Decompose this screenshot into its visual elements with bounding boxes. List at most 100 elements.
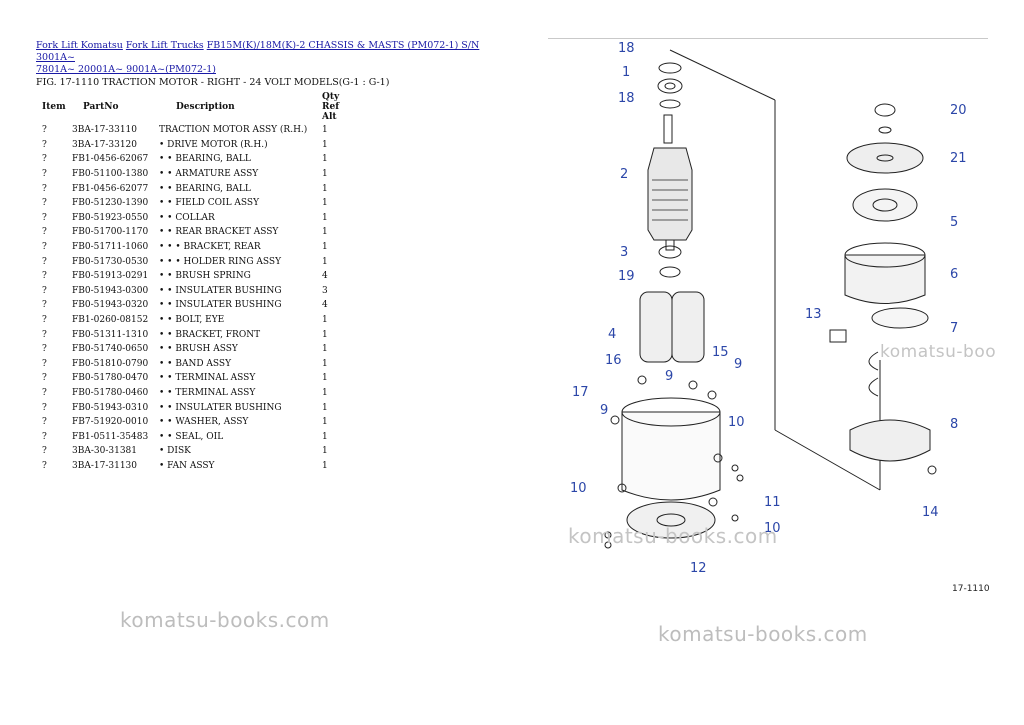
- cell-item: ?: [42, 460, 47, 471]
- cell-qty: 3: [322, 285, 328, 296]
- cell-item: ?: [42, 315, 47, 326]
- breadcrumb-link-model-serials[interactable]: 7801A~ 20001A~ 9001A~(PM072-1): [36, 64, 216, 75]
- cell-qty: 1: [322, 125, 328, 136]
- cell-item: ?: [42, 358, 47, 369]
- callout-label: 21: [950, 151, 967, 166]
- callout-label: 9: [665, 369, 673, 384]
- breadcrumb-link-fork-lift-komatsu[interactable]: Fork Lift Komatsu: [36, 40, 123, 51]
- cell-description: • • BEARING, BALL: [159, 154, 251, 165]
- cell-qty: 1: [322, 373, 328, 384]
- callout-label: 1: [622, 65, 630, 80]
- callout-label: 10: [764, 521, 781, 536]
- cell-partno: FB0-51943-0320: [72, 300, 149, 311]
- cell-qty: 4: [322, 300, 328, 311]
- callout-label: 15: [712, 345, 729, 360]
- cell-partno: 3BA-30-31381: [72, 446, 138, 457]
- cell-description: • • INSULATER BUSHING: [159, 285, 282, 296]
- callout-label: 9: [734, 357, 742, 372]
- callout-label: 19: [618, 269, 635, 284]
- cell-partno: FB0-51100-1380: [72, 169, 149, 180]
- exploded-parts-diagram: 1811823194169159179101011101220215613781…: [570, 41, 967, 576]
- watermark-right: komatsu-books.com: [658, 622, 868, 646]
- callout-label: 3: [620, 245, 628, 260]
- cell-description: • • WASHER, ASSY: [159, 417, 249, 428]
- cell-qty: 1: [322, 446, 328, 457]
- cell-partno: 3BA-17-33120: [72, 139, 138, 150]
- cell-qty: 1: [322, 242, 328, 253]
- cell-description: • • TERMINAL ASSY: [159, 387, 256, 398]
- cell-qty: 1: [322, 256, 328, 267]
- parts-table: Item PartNo Description Qty Ref Alt ?3BA…: [36, 91, 343, 473]
- cell-partno: FB0-51711-1060: [72, 242, 149, 253]
- cell-qty: 1: [322, 358, 328, 369]
- figure-number: 17-1110: [952, 584, 990, 594]
- table-row: ?3BA-17-33120• DRIVE MOTOR (R.H.)1: [36, 138, 343, 153]
- callout-label: 4: [608, 327, 616, 342]
- callout-label: 11: [764, 495, 781, 510]
- cell-qty: 1: [322, 154, 328, 165]
- callout-label: 6: [950, 267, 958, 282]
- callout-label: 12: [690, 561, 707, 576]
- cell-item: ?: [42, 183, 47, 194]
- cell-partno: FB0-51943-0300: [72, 285, 149, 296]
- header-qty-ref-alt: Qty Ref Alt: [322, 92, 340, 122]
- cell-qty: 1: [322, 387, 328, 398]
- callout-label: 10: [728, 415, 745, 430]
- callout-label: 7: [950, 321, 958, 336]
- cell-description: • • BOLT, EYE: [159, 315, 225, 326]
- cell-qty: 4: [322, 271, 328, 282]
- callout-label: 16: [605, 353, 622, 368]
- cell-qty: 1: [322, 212, 328, 223]
- cell-partno: FB1-0260-08152: [72, 315, 149, 326]
- cell-description: • • REAR BRACKET ASSY: [159, 227, 279, 238]
- breadcrumb-link-model[interactable]: FB15M(K)/18M(K)-2 CHASSIS & MASTS (PM072…: [36, 40, 480, 63]
- cell-partno: FB0-51740-0650: [72, 344, 149, 355]
- cell-description: • • FIELD COIL ASSY: [159, 198, 260, 209]
- cell-qty: 1: [322, 431, 328, 442]
- cell-qty: 1: [322, 402, 328, 413]
- cell-item: ?: [42, 417, 47, 428]
- cell-partno: FB0-51311-1310: [72, 329, 149, 340]
- cell-partno: 3BA-17-31130: [72, 460, 138, 471]
- cell-qty: 1: [322, 183, 328, 194]
- cell-qty: 1: [322, 315, 328, 326]
- cell-item: ?: [42, 227, 47, 238]
- watermark-partial: komatsu-boo: [880, 342, 997, 362]
- callout-label: 13: [805, 307, 822, 322]
- callout-label: 18: [618, 91, 635, 106]
- cell-partno: FB0-51810-0790: [72, 358, 149, 369]
- callout-label: 10: [570, 481, 587, 496]
- cell-description: • • BRUSH ASSY: [159, 344, 238, 355]
- cell-description: • • INSULATER BUSHING: [159, 402, 282, 413]
- breadcrumb-link-fork-lift-trucks[interactable]: Fork Lift Trucks: [125, 40, 204, 51]
- cell-item: ?: [42, 344, 47, 355]
- cell-item: ?: [42, 212, 47, 223]
- cell-description: • • BEARING, BALL: [159, 183, 251, 194]
- cell-description: • • INSULATER BUSHING: [159, 300, 282, 311]
- cell-item: ?: [42, 256, 47, 267]
- watermark-diagram: komatsu-books.com: [568, 524, 778, 548]
- cell-item: ?: [42, 139, 47, 150]
- cell-item: ?: [42, 198, 47, 209]
- cell-partno: FB7-51920-0010: [72, 417, 149, 428]
- cell-item: ?: [42, 387, 47, 398]
- cell-description: • • COLLAR: [159, 212, 215, 223]
- cell-description: • • SEAL, OIL: [159, 431, 224, 442]
- cell-description: • • BRUSH SPRING: [159, 271, 251, 282]
- cell-item: ?: [42, 373, 47, 384]
- callout-label: 8: [950, 417, 958, 432]
- cell-item: ?: [42, 329, 47, 340]
- callout-label: 14: [922, 505, 939, 520]
- cell-item: ?: [42, 285, 47, 296]
- cell-partno: FB1-0456-62067: [72, 154, 149, 165]
- callout-label: 9: [600, 403, 608, 418]
